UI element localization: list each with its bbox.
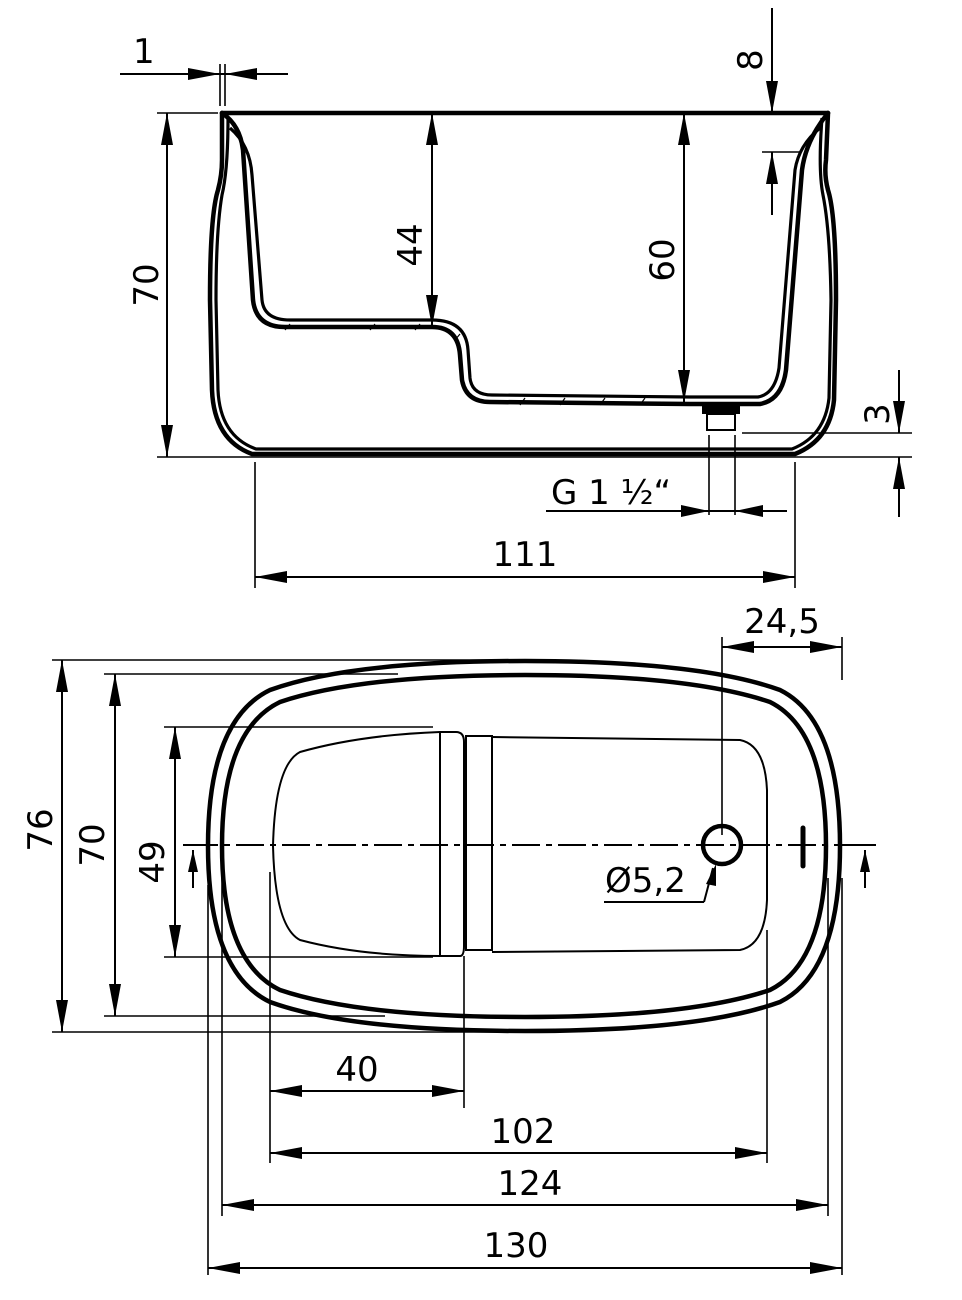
- dim-label-seat-length: 40: [335, 1050, 378, 1090]
- outer-rim-outline: [205, 658, 843, 1034]
- dim-label-rim-length: 124: [498, 1164, 563, 1204]
- dim-drain-from-end: 24,5: [721, 602, 843, 835]
- inner-basin-outline: [219, 110, 831, 407]
- dim-label-drain-offset: 3: [858, 403, 898, 425]
- inner-rim-outline: [219, 672, 829, 1020]
- dim-base-length: 111: [254, 462, 796, 588]
- seat-outline: [271, 731, 465, 957]
- seat-step: [465, 735, 493, 951]
- inner-basin-inner-line: [228, 126, 822, 399]
- dim-inner-width: 70: [73, 673, 398, 1017]
- dim-label-basin-depth: 60: [643, 238, 683, 281]
- dim-label-rim-thickness: 1: [133, 32, 155, 72]
- dim-drain-diameter: Ø5,2: [604, 861, 716, 903]
- dim-seat-depth: 44: [391, 113, 438, 327]
- dim-basin-depth: 60: [643, 113, 690, 402]
- dim-inner-length: 102: [270, 1112, 767, 1159]
- dim-label-drain-from-end: 24,5: [744, 602, 820, 642]
- dim-seat-length: 40: [270, 1050, 464, 1097]
- dim-label-outer-width: 76: [21, 808, 61, 851]
- side-view: 1 70 44 60: [120, 8, 912, 588]
- dim-label-rim-drop: 8: [731, 49, 771, 71]
- dim-label-base-length: 111: [493, 535, 558, 575]
- dim-label-drain-diameter: Ø5,2: [605, 861, 686, 901]
- dim-drain-offset: 3: [742, 370, 912, 517]
- drain-fitting: [702, 404, 740, 431]
- dim-drain-thread: G 1 ½“: [546, 435, 787, 517]
- dim-rim-drop: 8: [731, 8, 800, 215]
- top-view: 76 70 49 24,5: [21, 602, 876, 1275]
- dim-total-height: 70: [127, 112, 218, 457]
- section-arrow-left: [188, 850, 198, 872]
- section-arrow-right: [860, 850, 870, 872]
- dim-label-seat-depth: 44: [391, 223, 431, 266]
- dim-label-inner-width: 70: [73, 823, 113, 866]
- dim-outer-width: 76: [21, 659, 525, 1033]
- wall-hatching: [284, 323, 646, 406]
- dim-label-outer-length: 130: [484, 1226, 549, 1266]
- dim-rim-thickness: 1: [120, 32, 288, 106]
- dim-label-seat-width: 49: [133, 840, 173, 883]
- outer-shell-outline: [207, 110, 839, 457]
- dim-rim-length: 124: [222, 1164, 828, 1211]
- dim-label-drain-thread: G 1 ½“: [551, 473, 671, 513]
- dim-label-total-height: 70: [127, 263, 167, 306]
- outer-shell-inner-line: [214, 117, 833, 451]
- dim-label-inner-length: 102: [491, 1112, 556, 1152]
- dim-outer-length: 130: [208, 1226, 842, 1274]
- dim-seat-width: 49: [133, 726, 433, 958]
